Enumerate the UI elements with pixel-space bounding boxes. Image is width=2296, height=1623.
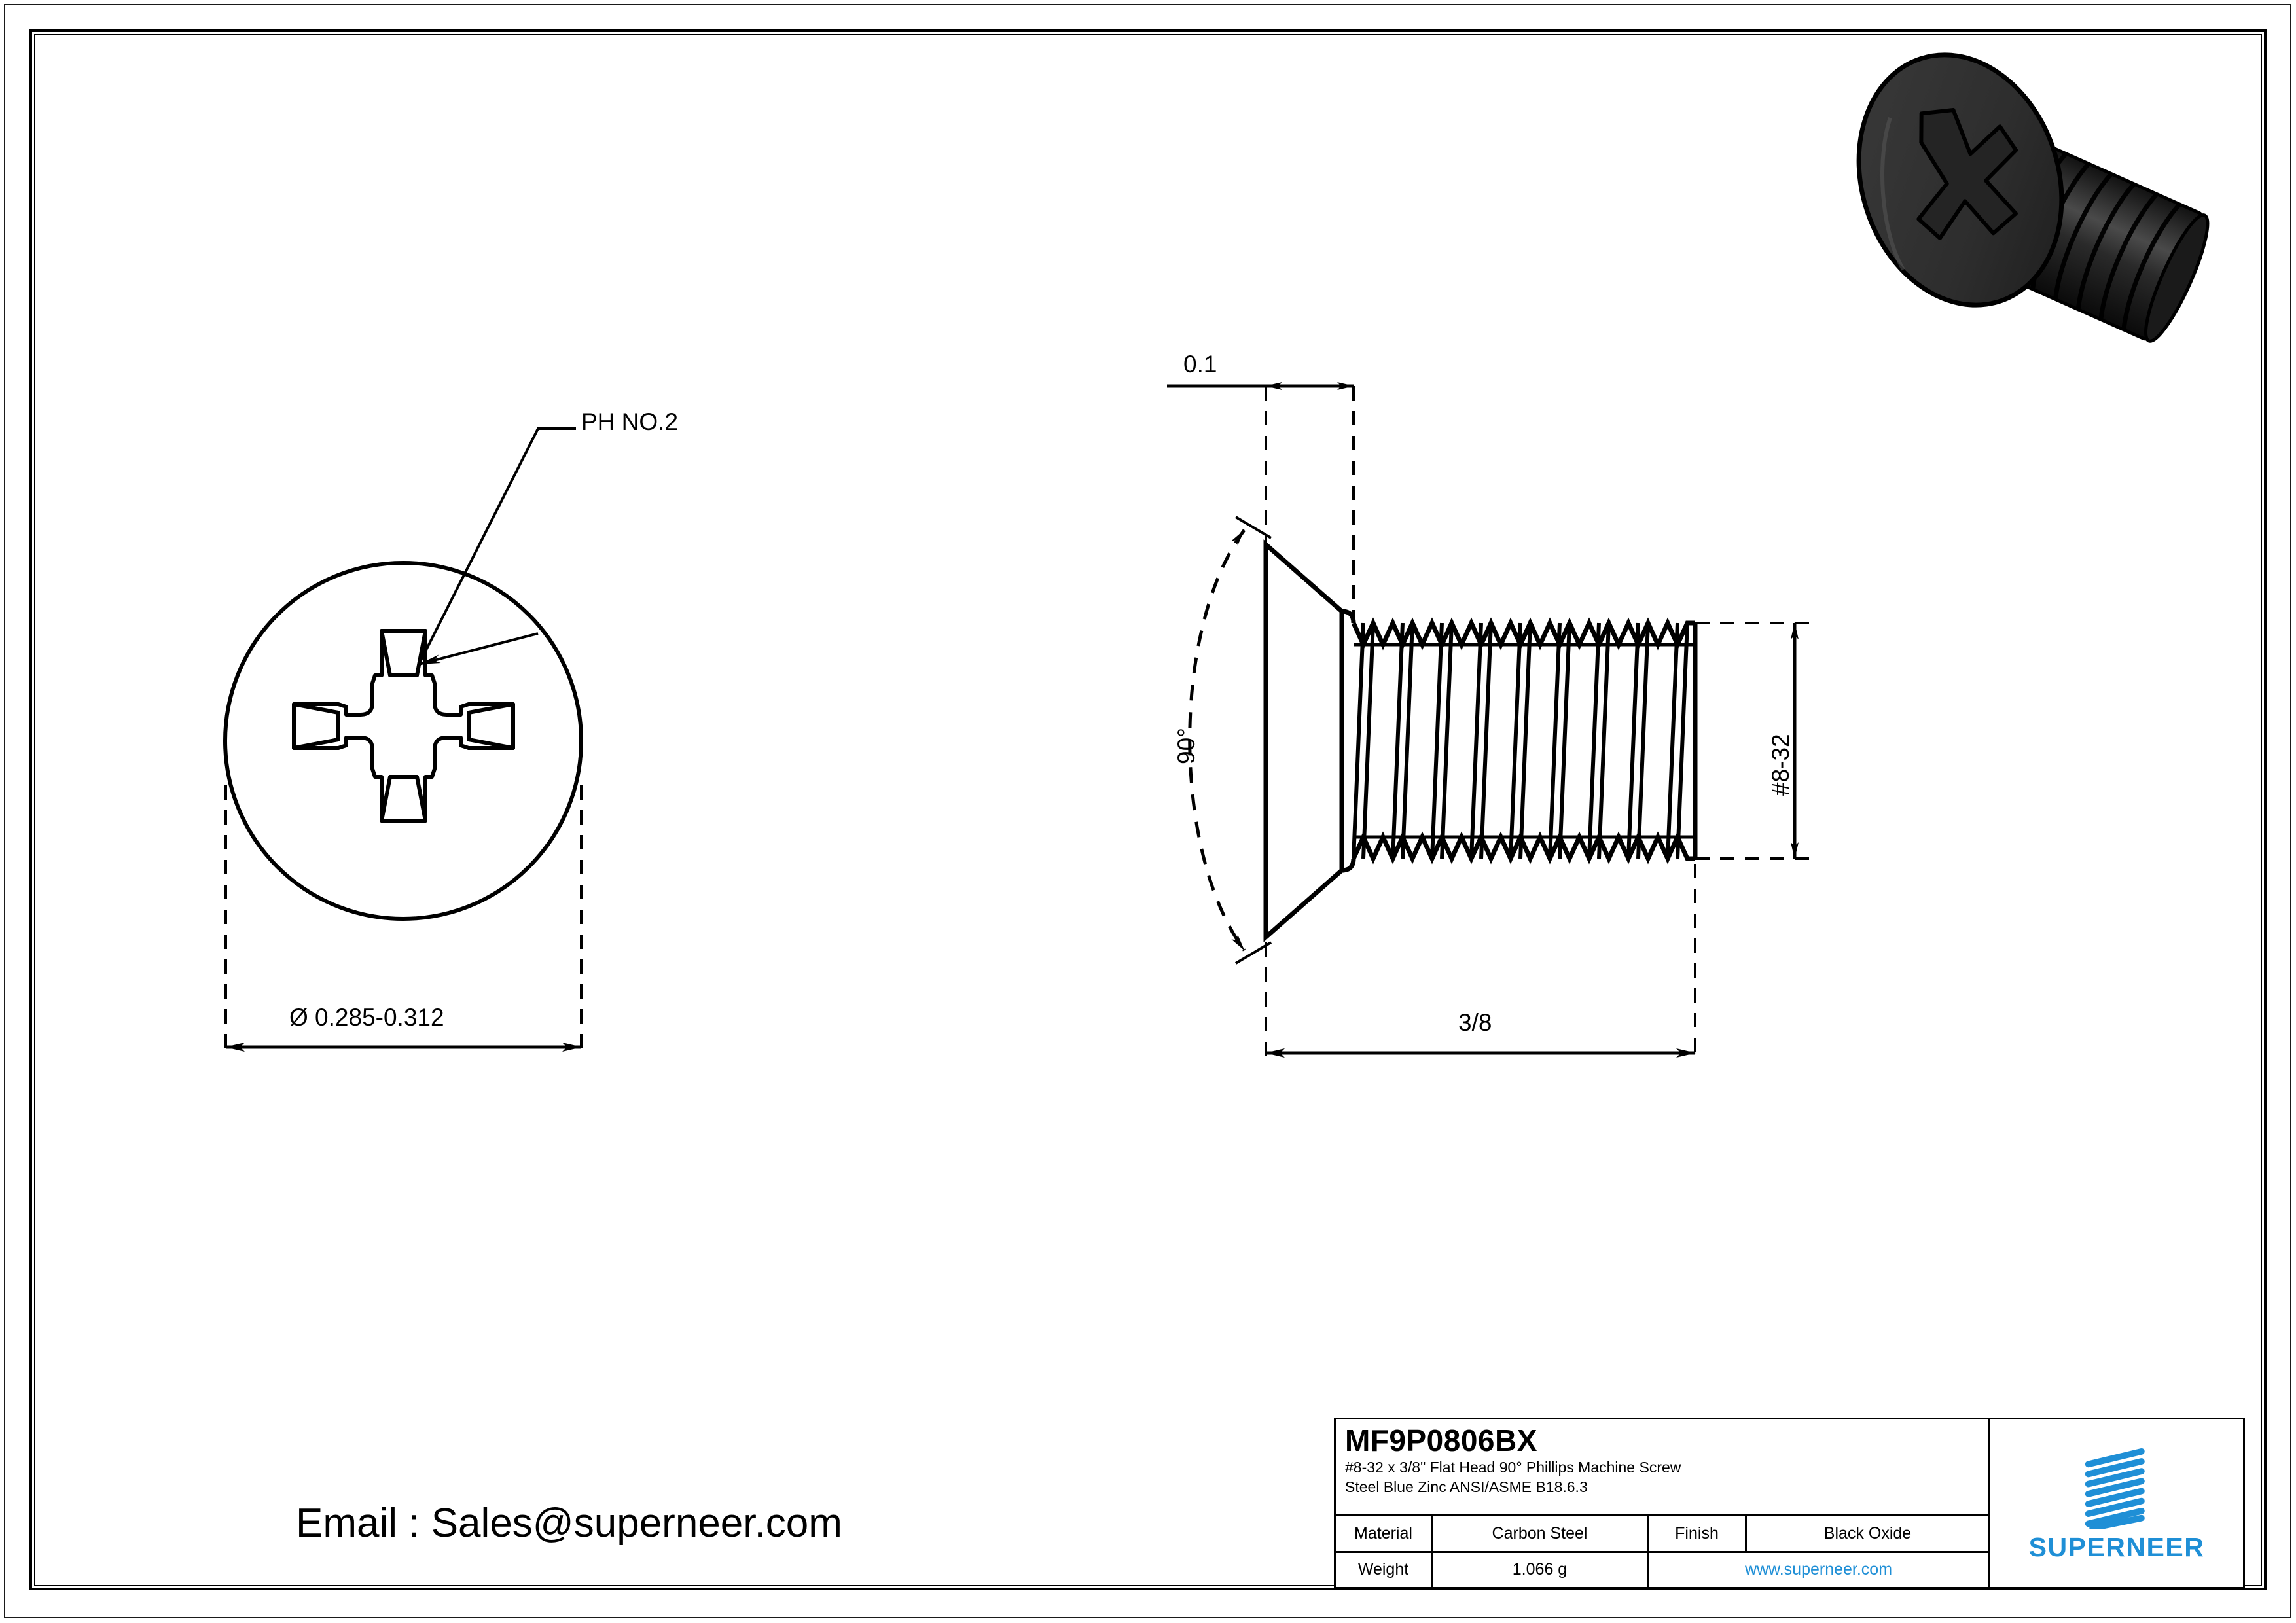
thread-size-dimension-label: #8-32 xyxy=(1767,734,1794,796)
weight-website-row: Weight 1.066 g www.superneer.com xyxy=(1336,1552,1988,1587)
head-thickness-dimension-label: 0.1 xyxy=(1183,351,1217,378)
ph-no2-leader-shelf xyxy=(538,420,542,633)
ph-no2-callout-label: PH NO.2 xyxy=(581,408,679,435)
brand-name-text: SUPERNEER xyxy=(2028,1531,2205,1562)
finish-label: Finish xyxy=(1649,1516,1747,1551)
title-block-spec-rows: Material Carbon Steel Finish Black Oxide… xyxy=(1336,1516,1988,1587)
email-contact-text: Email : Sales@superneer.com xyxy=(296,1501,842,1546)
phillips-cross-taper-lines xyxy=(292,629,515,823)
title-block: MF9P0806BX #8-32 x 3/8" Flat Head 90° Ph… xyxy=(1334,1418,2245,1589)
thread-helix-lines xyxy=(1352,622,1689,859)
superneer-logo-icon xyxy=(2085,1448,2145,1529)
render-head-highlight xyxy=(1880,117,1905,271)
ph-no2-leader-elbow xyxy=(418,427,576,665)
top-view-group xyxy=(223,420,583,1056)
phillips-cross-recess xyxy=(292,629,515,823)
head-angle-arc xyxy=(1188,529,1246,952)
head-to-shank-fillet-bottom xyxy=(1341,858,1356,873)
render-phillips-recess xyxy=(1916,108,2018,240)
finish-value: Black Oxide xyxy=(1823,1524,1912,1543)
website-link[interactable]: www.superneer.com xyxy=(1744,1560,1893,1579)
weight-label: Weight xyxy=(1336,1552,1433,1587)
render-shank-end-cap xyxy=(2144,213,2210,343)
head-angle-tick-top xyxy=(1234,516,1272,539)
material-finish-row: Material Carbon Steel Finish Black Oxide xyxy=(1336,1516,1988,1553)
thread-crest-top xyxy=(1351,617,1695,651)
part-number: MF9P0806BX xyxy=(1345,1423,1537,1457)
head-outline-circle xyxy=(223,561,583,921)
ph-no2-leader-line xyxy=(418,632,539,666)
material-value: Carbon Steel xyxy=(1433,1516,1649,1551)
head-angle-dimension-label: 90° xyxy=(1173,728,1200,764)
length-dimension-label: 3/8 xyxy=(1458,1009,1492,1036)
description-line-1: #8-32 x 3/8" Flat Head 90° Phillips Mach… xyxy=(1345,1459,1681,1476)
description-line-2: Steel Blue Zinc ANSI/ASME B18.6.3 xyxy=(1345,1478,1588,1495)
title-block-description-area: MF9P0806BX #8-32 x 3/8" Flat Head 90° Ph… xyxy=(1336,1419,1988,1516)
weight-value: 1.066 g xyxy=(1433,1552,1649,1587)
diameter-dimension-label: Ø 0.285-0.312 xyxy=(289,1004,444,1031)
side-view-group xyxy=(1167,382,1820,1063)
screw-head-profile xyxy=(1263,539,1344,942)
title-block-left: MF9P0806BX #8-32 x 3/8" Flat Head 90° Ph… xyxy=(1336,1419,1990,1587)
material-label: Material xyxy=(1336,1516,1433,1551)
thread-shank-group xyxy=(1351,617,1698,865)
brand-logo-area: SUPERNEER xyxy=(1990,1419,2243,1587)
isometric-screw-render xyxy=(1856,52,2210,343)
render-head-group xyxy=(1856,52,2064,308)
